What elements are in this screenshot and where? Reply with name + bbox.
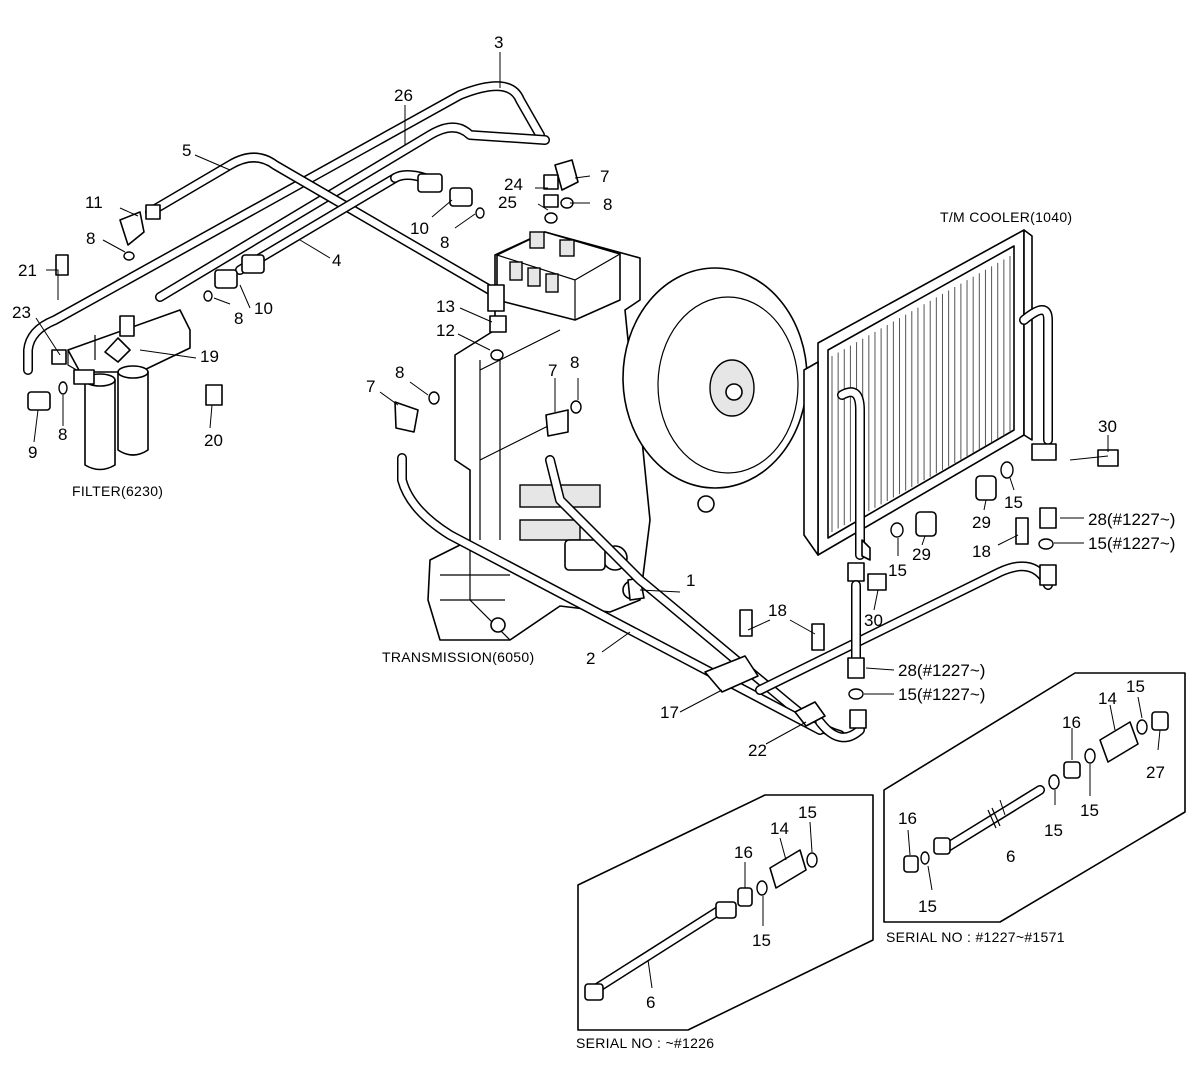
callout-15-box-b-bottom: 15 <box>918 897 937 916</box>
filter-assembly <box>67 309 191 471</box>
callout-16-box-b: 16 <box>1062 713 1081 732</box>
callout-4: 4 <box>332 251 341 270</box>
callout-17: 17 <box>660 703 679 722</box>
callout-14-box-a: 14 <box>770 819 789 838</box>
callout-16-box-b-left: 16 <box>898 809 917 828</box>
callout-8-hose: 8 <box>234 309 243 328</box>
callout-8-filter-top: 8 <box>86 229 95 248</box>
callout-19: 19 <box>200 347 219 366</box>
fittings <box>27 159 1119 729</box>
callout-9: 9 <box>28 443 37 462</box>
callout-11: 11 <box>85 193 103 212</box>
callout-15-box-a-top: 15 <box>798 803 817 822</box>
callout-27: 27 <box>1146 763 1165 782</box>
callout-15-box-b-mid: 15 <box>1080 801 1099 820</box>
callout-28-right: 28(#1227~) <box>1088 510 1175 529</box>
caption-serial-mid: SERIAL NO : #1227~#1571 <box>886 929 1065 945</box>
callout-12: 12 <box>436 321 455 340</box>
callout-7-top: 7 <box>600 167 609 186</box>
callout-30-right: 30 <box>1098 417 1117 436</box>
callout-15-box-a-bottom: 15 <box>752 931 771 950</box>
transmission-assembly <box>427 231 808 641</box>
detail-box-mid-serial <box>883 672 1186 923</box>
callout-15-cooler: 15 <box>1004 493 1023 512</box>
caption-cooler: T/M COOLER(1040) <box>940 209 1072 225</box>
callout-28-center: 28(#1227~) <box>898 661 985 680</box>
callout-20: 20 <box>204 431 223 450</box>
callout-1: 1 <box>686 571 695 590</box>
callout-30-bottom: 30 <box>864 611 883 630</box>
callout-8-mid: 8 <box>440 233 449 252</box>
o-rings <box>58 197 1054 700</box>
callout-23: 23 <box>12 303 31 322</box>
callout-16-box-a: 16 <box>734 843 753 862</box>
callout-15-box-b-left: 15 <box>1044 821 1063 840</box>
callout-8-right: 8 <box>570 353 579 372</box>
callout-15-right: 15(#1227~) <box>1088 534 1175 553</box>
callout-6-box-b: 6 <box>1006 847 1015 866</box>
callout-7-mid: 7 <box>548 361 557 380</box>
callout-15-box-b-top: 15 <box>1126 677 1145 696</box>
callout-22: 22 <box>748 741 767 760</box>
callout-14-box-b: 14 <box>1098 689 1117 708</box>
callout-8-left: 8 <box>395 363 404 382</box>
callout-8-filter-bottom: 8 <box>58 425 67 444</box>
callout-3: 3 <box>494 33 503 52</box>
callout-29-top: 29 <box>972 513 991 532</box>
caption-transmission: TRANSMISSION(6050) <box>382 649 534 665</box>
callout-6-box-a: 6 <box>646 993 655 1012</box>
callout-2: 2 <box>586 649 595 668</box>
cooler-fins <box>831 256 1011 532</box>
callout-18-center: 18 <box>768 601 787 620</box>
callout-26: 26 <box>394 86 413 105</box>
caption-serial-early: SERIAL NO : ~#1226 <box>576 1035 714 1051</box>
detail-box-early-serial <box>577 794 874 1031</box>
callout-15-cooler-low: 15 <box>888 561 907 580</box>
callout-29-bottom: 29 <box>912 545 931 564</box>
tm-cooler-assembly <box>803 229 1057 582</box>
callout-5: 5 <box>182 141 191 160</box>
callout-labels: 3 26 5 7 11 24 25 8 8 10 8 4 21 23 8 10 … <box>12 33 1175 1051</box>
callout-7-left: 7 <box>366 377 375 396</box>
callout-8-top-right: 8 <box>603 195 612 214</box>
leader-lines <box>33 52 1161 989</box>
callout-10-bottom: 10 <box>254 299 273 318</box>
callout-25: 25 <box>498 193 517 212</box>
callout-15-center: 15(#1227~) <box>898 685 985 704</box>
caption-filter: FILTER(6230) <box>72 483 163 499</box>
callout-21: 21 <box>18 261 37 280</box>
callout-13: 13 <box>436 297 455 316</box>
callout-10-top: 10 <box>410 219 429 238</box>
callout-24: 24 <box>504 175 523 194</box>
callout-18-right: 18 <box>972 542 991 561</box>
